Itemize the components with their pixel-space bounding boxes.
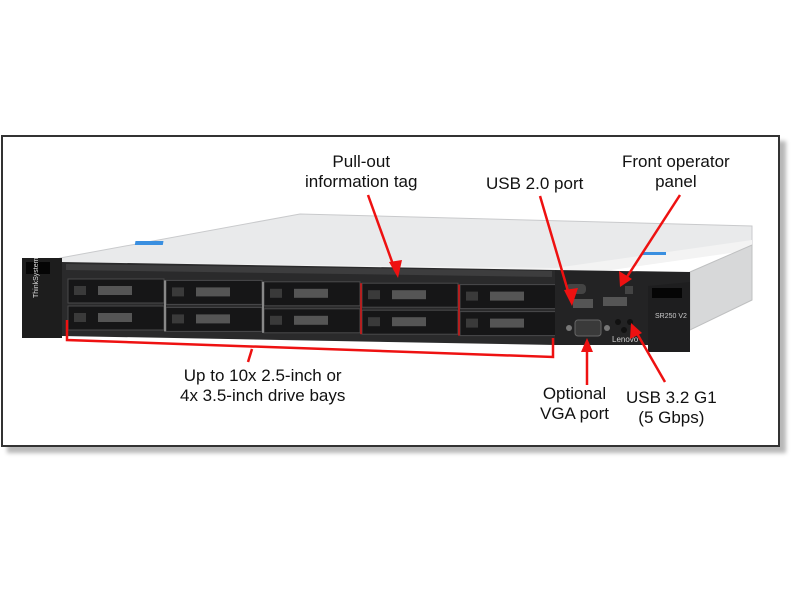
- drive-bay-latch: [172, 287, 184, 297]
- callout-pullout-tag: Pull-out information tag: [305, 152, 418, 191]
- operator-arrow-line: [623, 194, 682, 281]
- bay-separator: [164, 280, 166, 332]
- drive-bay-grille: [490, 318, 524, 328]
- usb20-port: [573, 299, 593, 308]
- drive-bay-grille: [294, 288, 328, 298]
- drive-bay-grille: [98, 313, 132, 322]
- drive-bay-latch: [74, 286, 86, 295]
- callout-vga-port: Optional VGA port: [540, 384, 609, 423]
- drive-bay-latch: [466, 291, 478, 301]
- vga-port: [574, 319, 602, 337]
- callout-arrowheads: [389, 260, 642, 352]
- drive-bay-latch: [270, 315, 282, 325]
- drive-bay-grille: [98, 286, 132, 295]
- callout-usb20-port: USB 2.0 port: [486, 174, 584, 193]
- callout-front-operator-panel: Front operator panel: [622, 152, 730, 191]
- usb32-port: [603, 297, 627, 306]
- drives-arrow-line: [246, 348, 254, 363]
- operator-panel-led: [625, 286, 633, 294]
- drive-bay-grille: [392, 290, 426, 300]
- drive-bay[interactable]: [361, 309, 459, 335]
- usb32-arrowhead: [630, 323, 642, 339]
- drive-bay[interactable]: [263, 308, 361, 334]
- drive-bay[interactable]: [165, 279, 263, 305]
- bay-separator: [360, 283, 362, 335]
- blue-tab-left: [134, 241, 164, 245]
- usb20-arrowhead: [564, 288, 578, 306]
- bay-separator: [458, 284, 460, 336]
- drive-bay-latch: [74, 313, 86, 322]
- usb32-arrow-line: [633, 329, 667, 383]
- drive-bay[interactable]: [67, 305, 165, 331]
- drive-bay[interactable]: [263, 281, 361, 307]
- callout-usb32-port: USB 3.2 G1 (5 Gbps): [626, 388, 717, 427]
- operator-arrowhead: [619, 271, 632, 287]
- drive-bay-grille: [196, 287, 230, 297]
- drive-bay-grille: [294, 315, 328, 325]
- callout-drive-bays: Up to 10x 2.5-inch or 4x 3.5-inch drive …: [180, 366, 346, 405]
- drive-bay-latch: [270, 288, 282, 298]
- drive-bay-grille: [196, 314, 230, 324]
- drive-bay[interactable]: [67, 278, 165, 304]
- drives-bracket: [65, 320, 555, 359]
- drive-bay[interactable]: [459, 284, 557, 310]
- drive-bay-grille: [392, 317, 426, 327]
- drive-bay-latch: [368, 290, 380, 300]
- server-side: [689, 244, 753, 331]
- drive-bay-latch: [466, 318, 478, 328]
- right-rack-ear: [648, 282, 690, 352]
- drive-bay-latch: [368, 317, 380, 327]
- drive-bay-grille: [490, 291, 524, 301]
- drive-bay-latch: [172, 314, 184, 324]
- drive-bay[interactable]: [165, 306, 263, 332]
- pullout-arrowhead: [389, 260, 402, 278]
- model-label: SR250 V2: [655, 313, 687, 320]
- drive-bays: [67, 278, 557, 337]
- drive-bay[interactable]: [459, 311, 557, 337]
- lenovo-logo: Lenovo: [612, 335, 639, 344]
- brand-ear-text: ThinkSystem: [33, 257, 40, 298]
- vga-arrowhead: [581, 338, 593, 352]
- blue-tab-right: [642, 252, 666, 255]
- drive-bay[interactable]: [361, 282, 459, 308]
- pullout-arrow-line: [366, 194, 397, 271]
- usb20-arrow-line: [538, 195, 572, 299]
- bay-separator: [262, 281, 264, 333]
